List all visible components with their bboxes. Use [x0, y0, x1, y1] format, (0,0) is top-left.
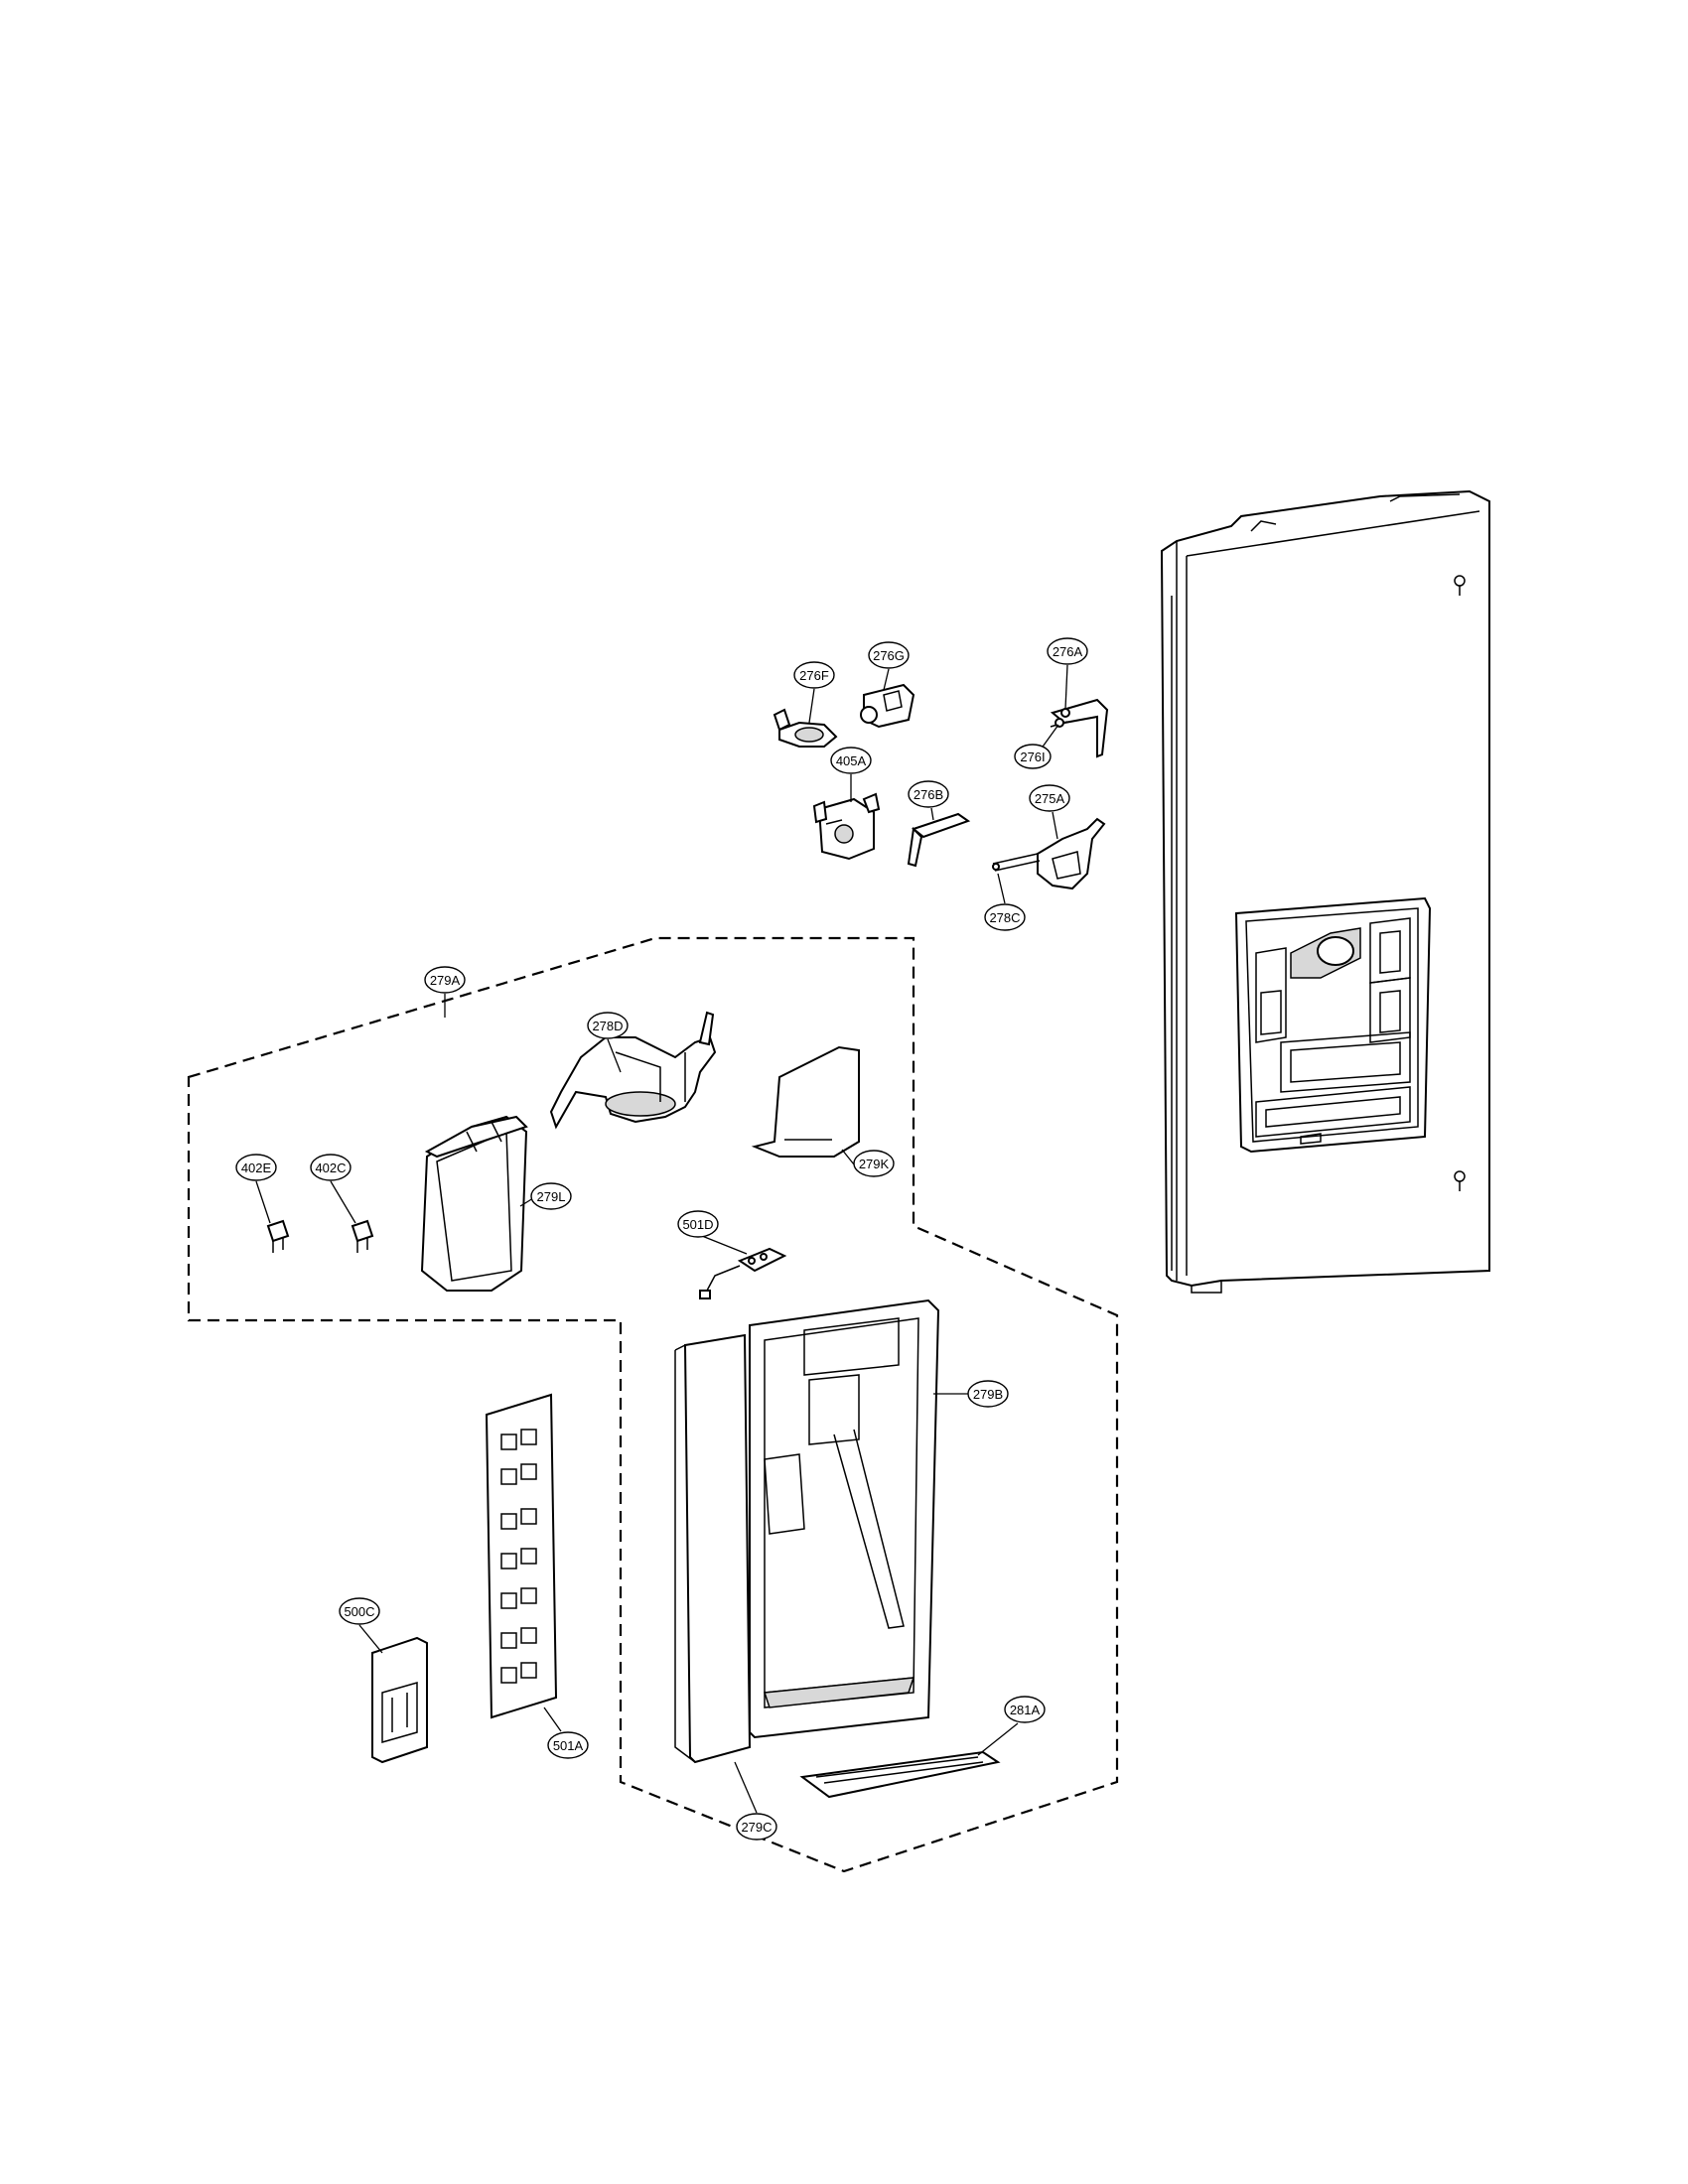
callout-276F: 276F: [793, 661, 835, 689]
part-500C-cover-plate: [371, 1636, 428, 1764]
callout-501D: 501D: [677, 1210, 719, 1238]
callout-278D: 278D: [587, 1012, 629, 1039]
svg-text:276B: 276B: [914, 787, 943, 802]
svg-text:279C: 279C: [741, 1820, 772, 1835]
part-276A-276I-wire: [1050, 698, 1109, 758]
callout-279L: 279L: [530, 1182, 572, 1210]
svg-text:279L: 279L: [537, 1189, 566, 1204]
part-501D-sensor: [699, 1247, 787, 1299]
callout-276B: 276B: [908, 780, 949, 808]
svg-text:276A: 276A: [1053, 644, 1083, 659]
part-275A-solenoid: [992, 817, 1106, 890]
svg-text:275A: 275A: [1035, 791, 1065, 806]
part-276B-plate: [907, 812, 971, 868]
svg-text:279A: 279A: [430, 973, 461, 988]
part-276G-switch: [860, 683, 915, 729]
part-279L-cover: [420, 1115, 528, 1292]
callout-276G: 276G: [868, 641, 910, 669]
callout-279B: 279B: [967, 1380, 1009, 1408]
svg-text:278C: 278C: [989, 910, 1020, 925]
callout-275A: 275A: [1029, 784, 1070, 812]
svg-text:500C: 500C: [344, 1604, 374, 1619]
callout-278C: 278C: [984, 903, 1026, 931]
part-279C-side-panel: [674, 1333, 752, 1764]
part-276F-bracket: [773, 708, 838, 748]
part-402E-switch: [266, 1219, 290, 1253]
callout-281A: 281A: [1004, 1696, 1046, 1723]
callout-279K: 279K: [853, 1150, 895, 1177]
part-279B-dispenser-housing: [749, 1298, 940, 1739]
svg-text:276G: 276G: [873, 648, 905, 663]
callout-402C: 402C: [310, 1154, 352, 1181]
callout-279A: 279A: [424, 966, 466, 994]
callout-501A: 501A: [547, 1731, 589, 1759]
svg-text:279K: 279K: [859, 1157, 890, 1171]
svg-text:405A: 405A: [836, 753, 867, 768]
svg-text:402C: 402C: [315, 1160, 346, 1175]
svg-text:279B: 279B: [973, 1387, 1003, 1402]
part-278D-ice-chute: [549, 1011, 717, 1130]
svg-text:281A: 281A: [1010, 1703, 1041, 1717]
svg-text:276F: 276F: [799, 668, 829, 683]
part-281A-drip-tray: [799, 1750, 1001, 1799]
part-402C-switch: [351, 1219, 374, 1253]
part-405A-motor: [812, 792, 881, 861]
callout-500C: 500C: [339, 1597, 380, 1625]
svg-text:402E: 402E: [241, 1160, 272, 1175]
assembly-279A-boundary: [187, 936, 1119, 1873]
svg-text:276I: 276I: [1020, 750, 1045, 764]
svg-text:501D: 501D: [682, 1217, 713, 1232]
leader-lines: [255, 664, 1068, 1814]
callout-405A: 405A: [830, 747, 872, 774]
callout-276I: 276I: [1014, 744, 1052, 769]
refrigerator-door: [1160, 489, 1490, 1294]
dispenser-recess: [1234, 896, 1432, 1154]
callout-276A: 276A: [1047, 637, 1088, 665]
part-501A-control-board: [485, 1393, 558, 1719]
part-279K-flap: [751, 1045, 860, 1158]
svg-text:501A: 501A: [553, 1738, 584, 1753]
callout-279C: 279C: [736, 1813, 777, 1841]
callout-402E: 402E: [235, 1154, 277, 1181]
svg-text:278D: 278D: [592, 1019, 623, 1033]
